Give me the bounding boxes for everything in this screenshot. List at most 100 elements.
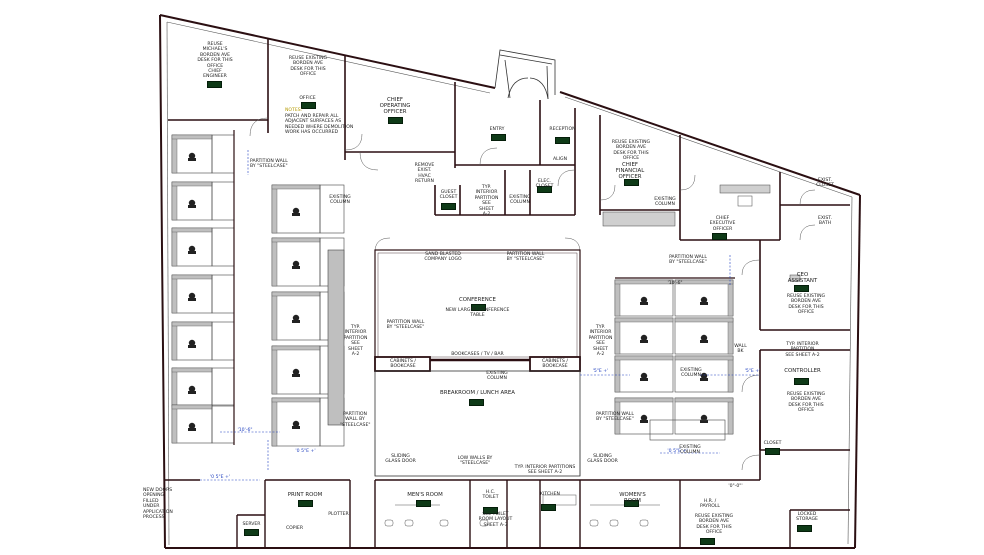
room-tag-hc-toilet	[483, 507, 498, 514]
label-notes-title: NOTES:	[285, 108, 303, 113]
breakroom	[374, 370, 581, 477]
workstation	[271, 184, 321, 234]
label-ceo: CHIEF EXECUTIVE OFFICER	[709, 216, 736, 232]
label-existing-column-5: EXISTING COLUMN	[680, 368, 702, 379]
room-tag-breakroom	[469, 399, 484, 406]
restroom-fixtures	[384, 494, 660, 527]
room-tag-reception	[555, 137, 570, 144]
room-tag-elec-closet	[537, 186, 552, 193]
workstation	[614, 355, 674, 393]
conference-room	[374, 249, 581, 372]
cubicle-panel	[649, 419, 726, 441]
label-sliding-glass-2: SLIDING GLASS DOOR	[587, 454, 618, 465]
room-tag-mens-room	[416, 500, 431, 507]
room-tag-closet	[765, 448, 780, 455]
workstation	[271, 345, 321, 395]
label-sliding-glass-1: SLIDING GLASS DOOR	[385, 454, 416, 465]
label-locked-storage: LOCKED STORAGE	[796, 512, 818, 523]
label-notes-body: PATCH AND REPAIR ALL ADJACENT SURFACES A…	[285, 114, 354, 136]
label-new-larger-table: NEW LARGER CONFERENCE TABLE	[445, 308, 510, 319]
label-low-walls: LOW WALLS BY "STEELCASE"	[457, 456, 493, 467]
office-furniture	[602, 184, 801, 282]
label-dim-8: '0"-0"'	[728, 484, 743, 489]
room-tag-conference	[471, 304, 486, 311]
entry-vestibule	[494, 49, 556, 100]
room-tag-ceo-assistant	[794, 285, 809, 292]
label-existing-column-1: EXISTING COLUMN	[654, 197, 676, 208]
cubicle-panel	[319, 184, 345, 234]
label-reuse-existing-assistant: REUSE EXISTING BORDEN AVE DESK FOR THIS …	[786, 294, 826, 316]
workstation	[171, 274, 213, 314]
cubicles-middle	[271, 184, 345, 447]
label-cabinets-bookcase-2: CABINETS / BOOKCASE	[542, 359, 568, 370]
workstation	[171, 367, 213, 407]
workstation	[674, 355, 734, 393]
label-typ-interior-partition-3: TYP. INTERIOR PARTITION SEE SHEET A-2	[588, 325, 613, 358]
label-partition-wall-1: PARTITION WALL BY "STEELCASE"	[250, 159, 288, 170]
workstation	[171, 321, 213, 361]
label-partition-wall-5: PARTITION WALL BY "STEELCASE"	[340, 412, 371, 428]
cubicle-panel	[211, 321, 235, 361]
cubicles-left	[171, 130, 235, 445]
label-conference: CONFERENCE	[459, 297, 496, 303]
workstation	[614, 397, 674, 435]
label-reuse-michael: REUSE MICHAEL'S BORDEN AVE DESK FOR THIS…	[197, 42, 233, 69]
label-entry: ENTRY	[489, 127, 505, 132]
workstation	[271, 397, 321, 447]
label-womens-room: WOMEN'S ROOM	[619, 492, 646, 504]
label-cabinets-bookcase-1: CABINETS / BOOKCASE	[390, 359, 416, 370]
label-exist-bath: EXIST. BATH	[817, 216, 833, 227]
workstation	[271, 237, 321, 287]
workstation	[614, 317, 674, 355]
cubicle-panel	[211, 134, 235, 174]
cubicles-right	[614, 277, 735, 441]
label-hr-payroll: H.R. / PAYROLL	[700, 499, 720, 510]
label-chief-engineer: CHIEF ENGINEER	[203, 69, 227, 80]
label-print-room: PRINT ROOM	[287, 492, 323, 498]
room-tag-chief-engineer	[207, 81, 222, 88]
workstation	[171, 404, 213, 444]
label-partition-wall-6: PARTITION WALL BY "STEELCASE"	[596, 412, 634, 423]
room-tag-womens-room	[624, 500, 639, 507]
dimension-lines	[200, 150, 760, 481]
label-typ-interior-partitions: TYP. INTERIOR PARTITIONS SEE SHEET A-2	[514, 465, 576, 476]
label-dim-7: '10'-6"	[667, 281, 683, 286]
room-tag-server	[244, 529, 259, 536]
label-plotter: PLOTTER	[328, 512, 349, 517]
label-existing-column-2: EXISTING COLUMN	[509, 195, 531, 206]
label-coo: CHIEF OPERATING OFFICER	[379, 97, 411, 115]
label-typ-interior-partition: TYP. INTERIOR PARTITION SEE SHEET A-2	[474, 185, 499, 218]
bottom-rooms	[165, 479, 850, 548]
label-typ-interior-partition-2: TYP. INTERIOR PARTITION SEE SHEET A-2	[343, 325, 368, 358]
room-tag-kitchen	[541, 504, 556, 511]
label-exist-closet: EXIST. CLOSET	[816, 178, 834, 189]
workstation	[614, 279, 674, 317]
label-bookcases-tv-bar: BOOKCASES / TV / BAR	[451, 352, 504, 357]
room-tag-locked-storage	[797, 525, 812, 532]
label-wall-bk: WALL BK	[734, 344, 747, 355]
label-breakroom: BREAKROOM / LUNCH AREA	[440, 390, 515, 396]
label-existing-column-6: EXISTING COLUMN	[679, 445, 701, 456]
exterior-walls	[159, 14, 861, 549]
label-copier: COPIER	[285, 526, 304, 531]
label-reuse-existing-hr: REUSE EXISTING BORDEN AVE DESK FOR THIS …	[694, 514, 734, 536]
workstation	[271, 291, 321, 341]
cubicle-panel	[211, 227, 235, 267]
label-dim-3: '0 5"E +'	[667, 449, 688, 454]
room-tag-office	[301, 102, 316, 109]
workstation	[674, 317, 734, 355]
label-partition-wall-2: PARTITION WALL BY "STEELCASE"	[506, 252, 545, 263]
label-sand-blasted: SAND BLASTED COMPANY LOGO	[424, 252, 462, 263]
label-partition-wall-3: PARTITION WALL BY "STEELCASE"	[669, 255, 707, 266]
label-reception: RECEPTION	[549, 127, 576, 132]
room-tag-controller	[794, 378, 809, 385]
label-dim-1: '0 5"E +'	[295, 449, 316, 454]
workstation	[171, 227, 213, 267]
label-server: SERVER	[242, 522, 261, 527]
label-partition-wall-4: PARTITION WALL BY "STEELCASE"	[386, 320, 425, 331]
cubicle-panel	[211, 404, 235, 444]
label-controller: CONTROLLER	[784, 368, 821, 374]
label-existing-column-3: EXISTING COLUMN	[329, 195, 351, 206]
label-reuse-existing-controller: REUSE EXISTING BORDEN AVE DESK FOR THIS …	[786, 392, 826, 414]
